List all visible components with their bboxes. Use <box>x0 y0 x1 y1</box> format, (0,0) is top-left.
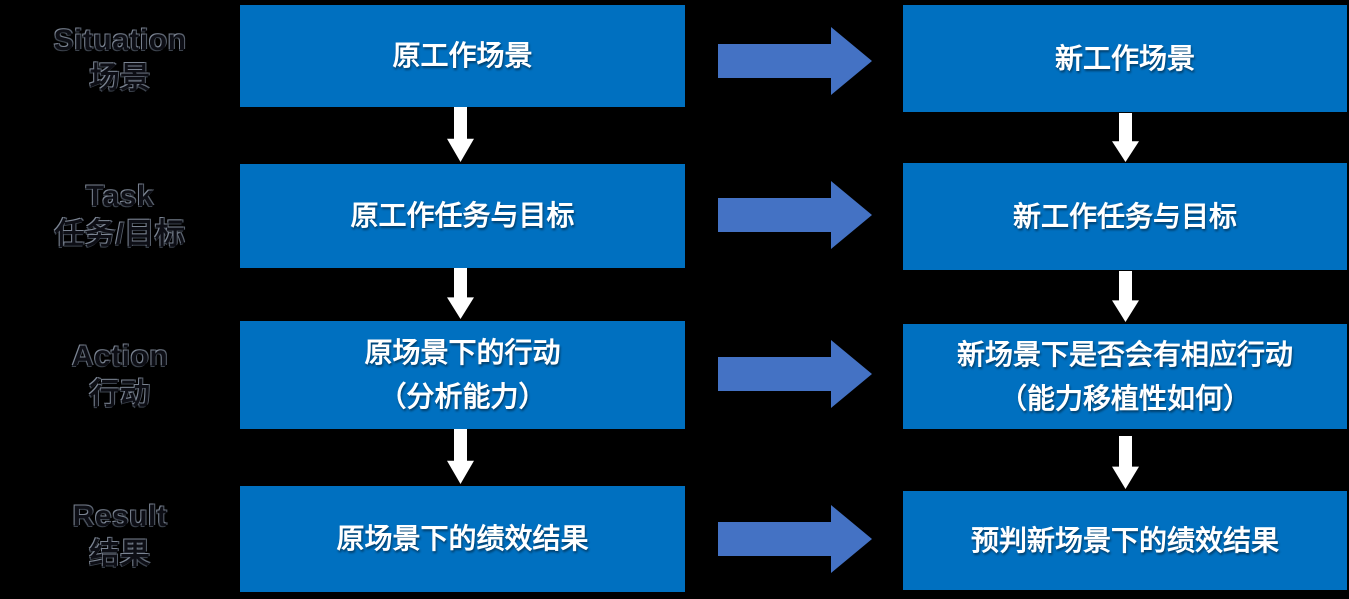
row-label-zh: 行动 <box>89 378 151 411</box>
node-text: 原场景下的行动 <box>364 337 561 368</box>
row-label-zh: 结果 <box>89 538 151 571</box>
node-text: （分析能力） <box>378 381 547 412</box>
node-original-result: 原场景下的绩效结果 <box>240 486 685 592</box>
node-new-task: 新工作任务与目标 <box>903 163 1347 270</box>
node-new-result: 预判新场景下的绩效结果 <box>903 491 1347 590</box>
node-text: 原工作场景 <box>392 40 533 71</box>
down-arrow-icon <box>1112 271 1139 322</box>
down-arrow-icon <box>447 429 474 484</box>
row-label-en: Result <box>72 500 168 533</box>
node-text: （能力移植性如何） <box>998 382 1251 414</box>
node-text: 原工作任务与目标 <box>350 200 575 231</box>
node-new-situation: 新工作场景 <box>903 5 1347 112</box>
right-arrow-icon <box>718 27 872 95</box>
node-new-action: 新场景下是否会有相应行动 （能力移植性如何） <box>903 324 1347 429</box>
node-original-situation: 原工作场景 <box>240 5 685 107</box>
row-label-task: Task 任务/目标 <box>0 178 240 254</box>
node-original-action: 原场景下的行动 （分析能力） <box>240 321 685 429</box>
right-arrow-icon <box>718 181 872 249</box>
node-original-task: 原工作任务与目标 <box>240 164 685 268</box>
row-label-action: Action 行动 <box>0 338 240 414</box>
node-text: 新工作场景 <box>1054 42 1195 74</box>
down-arrow-icon <box>447 107 474 162</box>
down-arrow-icon <box>447 268 474 319</box>
node-text: 新工作任务与目标 <box>1012 200 1237 232</box>
row-label-en: Situation <box>53 24 187 57</box>
row-label-zh: 场景 <box>89 62 151 95</box>
right-arrow-icon <box>718 340 872 408</box>
right-arrow-icon <box>718 505 872 573</box>
node-text: 原场景下的绩效结果 <box>336 523 589 554</box>
row-label-result: Result 结果 <box>0 498 240 574</box>
node-text: 新场景下是否会有相应行动 <box>956 338 1293 370</box>
row-label-zh: 任务/目标 <box>54 218 186 251</box>
down-arrow-icon <box>1112 113 1139 162</box>
row-label-en: Task <box>85 180 155 213</box>
down-arrow-icon <box>1112 436 1139 489</box>
row-label-situation: Situation 场景 <box>0 22 240 98</box>
node-text: 预判新场景下的绩效结果 <box>970 524 1279 556</box>
row-label-en: Action <box>71 340 169 373</box>
